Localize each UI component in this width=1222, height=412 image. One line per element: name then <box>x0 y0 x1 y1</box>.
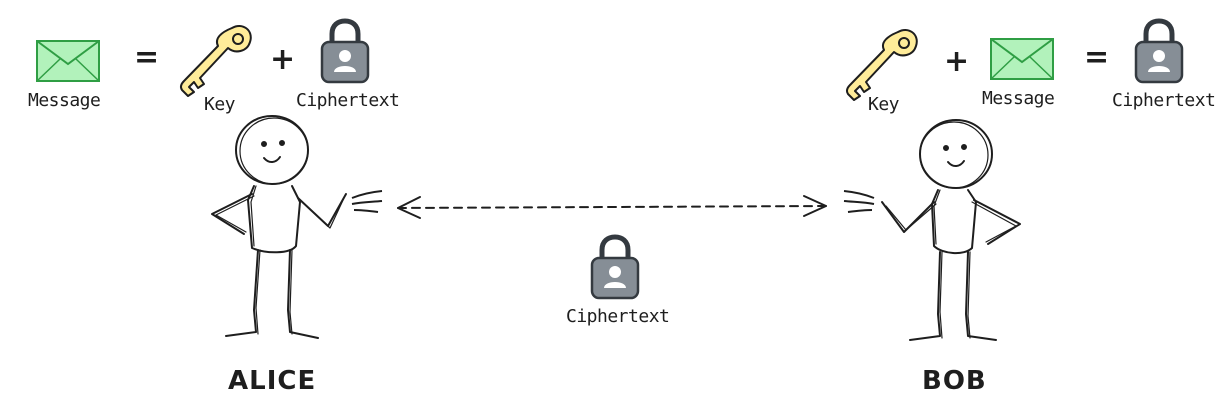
bob-plus-sign: + <box>944 44 970 79</box>
channel-ciphertext-label: Ciphertext <box>566 306 670 327</box>
key-icon <box>845 28 918 101</box>
bob-stick-figure <box>881 119 1021 341</box>
bob-equals-sign: = <box>1084 40 1110 75</box>
alice-ciphertext-label: Ciphertext <box>296 90 400 111</box>
message-envelope-icon <box>990 38 1054 80</box>
bob-speech-waves-icon <box>843 190 875 213</box>
alice-speech-waves-icon <box>351 190 383 213</box>
key-icon <box>179 24 252 97</box>
alice-plus-sign: + <box>270 42 296 77</box>
bob-name-label: BOB <box>922 366 987 396</box>
alice-message-label: Message <box>28 90 101 111</box>
lock-icon <box>320 20 372 84</box>
lock-icon <box>1134 20 1186 84</box>
bob-message-label: Message <box>982 88 1055 109</box>
bob-ciphertext-label: Ciphertext <box>1112 90 1216 111</box>
bob-key-label: Key <box>868 94 900 115</box>
alice-equals-sign: = <box>134 40 160 75</box>
lock-icon <box>590 236 642 300</box>
alice-name-label: ALICE <box>228 366 317 396</box>
alice-stick-figure <box>211 115 347 339</box>
bidirectional-dashed-arrow <box>397 195 827 219</box>
message-envelope-icon <box>36 40 100 82</box>
alice-key-label: Key <box>204 94 236 115</box>
